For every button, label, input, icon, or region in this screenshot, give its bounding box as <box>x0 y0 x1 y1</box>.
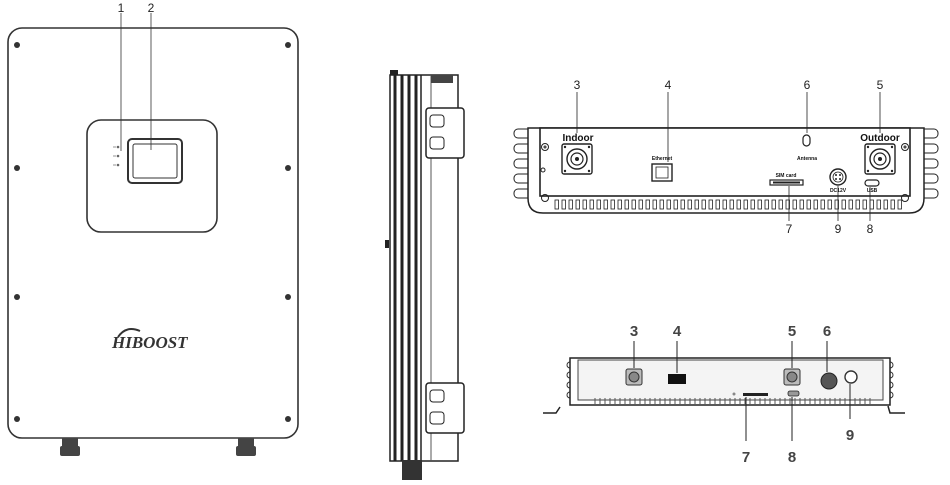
photo-outdoor-port <box>783 368 801 386</box>
photo-indoor-port <box>625 368 643 386</box>
fin-slot <box>568 199 573 210</box>
usb-label: USB <box>867 188 878 194</box>
photo-usb-port <box>787 390 800 397</box>
fin-slot <box>680 199 685 210</box>
callout-4: 4 <box>665 78 672 92</box>
callout-9: 9 <box>835 222 842 236</box>
back-face-plate <box>539 127 911 197</box>
fin-slot <box>883 199 888 210</box>
photo-callout-8: 8 <box>788 449 796 466</box>
fin-slot <box>694 199 699 210</box>
indoor-label: Indoor <box>562 133 593 144</box>
fin-slot <box>876 199 881 210</box>
ethernet-label: Ethernet <box>652 156 673 162</box>
ethernet-port <box>651 163 673 182</box>
fin-slot <box>771 199 776 210</box>
indoor-port <box>561 143 593 175</box>
lcd-screen <box>127 138 183 184</box>
callout-7: 7 <box>786 222 793 236</box>
photo-heatsink-fins <box>594 398 871 404</box>
bottom-photo: 3 4 5 6 7 8 9 <box>543 323 905 466</box>
antenna-jack <box>802 134 811 147</box>
fin-slot <box>820 199 825 210</box>
indicator-leds <box>116 145 120 167</box>
fin-slot <box>687 199 692 210</box>
photo-ethernet-port <box>668 374 686 384</box>
fin-slot <box>736 199 741 210</box>
fin-slot <box>743 199 748 210</box>
fin-slot <box>785 199 790 210</box>
fin-slot <box>890 199 895 210</box>
fin-slot <box>652 199 657 210</box>
fin-slot <box>862 199 867 210</box>
fin-slot <box>827 199 832 210</box>
front-panel <box>7 27 299 439</box>
callout-1: 1 <box>118 1 125 15</box>
photo-callout-6: 6 <box>823 323 831 340</box>
side-view <box>385 70 465 480</box>
fin-slot <box>764 199 769 210</box>
fin-slot <box>554 199 559 210</box>
photo-sim-slot <box>743 393 768 396</box>
fin-slot <box>617 199 622 210</box>
fin-slot <box>596 199 601 210</box>
photo-callout-5: 5 <box>788 323 796 340</box>
fin-slot <box>778 199 783 210</box>
callout-6: 6 <box>804 78 811 92</box>
fin-slot <box>848 199 853 210</box>
fin-slot <box>806 199 811 210</box>
outdoor-label: Outdoor <box>860 133 900 144</box>
fin-slot <box>792 199 797 210</box>
photo-callout-3: 3 <box>630 323 638 340</box>
fin-slot <box>575 199 580 210</box>
heatsink-fins <box>554 199 902 210</box>
callout-5: 5 <box>877 78 884 92</box>
antenna-label: Antenna <box>797 156 817 162</box>
fin-slot <box>708 199 713 210</box>
fin-slot <box>715 199 720 210</box>
fin-slot <box>659 199 664 210</box>
fin-slot <box>645 199 650 210</box>
front-view: 1 2 HIBOOST <box>7 1 299 456</box>
fin-slot <box>799 199 804 210</box>
fin-slot <box>582 199 587 210</box>
dc-power-port <box>829 168 847 186</box>
fin-slot <box>603 199 608 210</box>
fin-slot <box>638 199 643 210</box>
photo-callout-9: 9 <box>846 427 854 444</box>
fin-slot <box>841 199 846 210</box>
fin-slot <box>561 199 566 210</box>
fin-slot <box>855 199 860 210</box>
fin-slot <box>701 199 706 210</box>
fin-slot <box>897 199 902 210</box>
sim-label: SIM card <box>776 173 797 179</box>
fin-slot <box>610 199 615 210</box>
photo-callout-4: 4 <box>673 323 682 340</box>
fin-slot <box>624 199 629 210</box>
fin-slot <box>589 199 594 210</box>
fin-slot <box>834 199 839 210</box>
photo-dc-port <box>820 372 838 390</box>
bottom-panel-drawing: Indoor Ethernet Antenna Outdoor SIM card <box>513 78 939 236</box>
fin-slot <box>757 199 762 210</box>
bottom-connectors <box>60 438 256 456</box>
callout-2: 2 <box>148 1 155 15</box>
fin-slot <box>729 199 734 210</box>
callout-8: 8 <box>867 222 874 236</box>
photo-callout-7: 7 <box>742 449 750 466</box>
usb-port <box>864 179 880 187</box>
logo-icon <box>117 328 141 338</box>
fin-slot <box>750 199 755 210</box>
fin-slot <box>666 199 671 210</box>
photo-antenna-jack <box>844 370 858 384</box>
outdoor-port <box>864 143 896 175</box>
brand-logo: HIBOOST <box>111 333 188 352</box>
fin-slot <box>673 199 678 210</box>
fin-slot <box>869 199 874 210</box>
fin-slot <box>722 199 727 210</box>
callout-3: 3 <box>574 78 581 92</box>
fin-slot <box>631 199 636 210</box>
fin-slot <box>813 199 818 210</box>
